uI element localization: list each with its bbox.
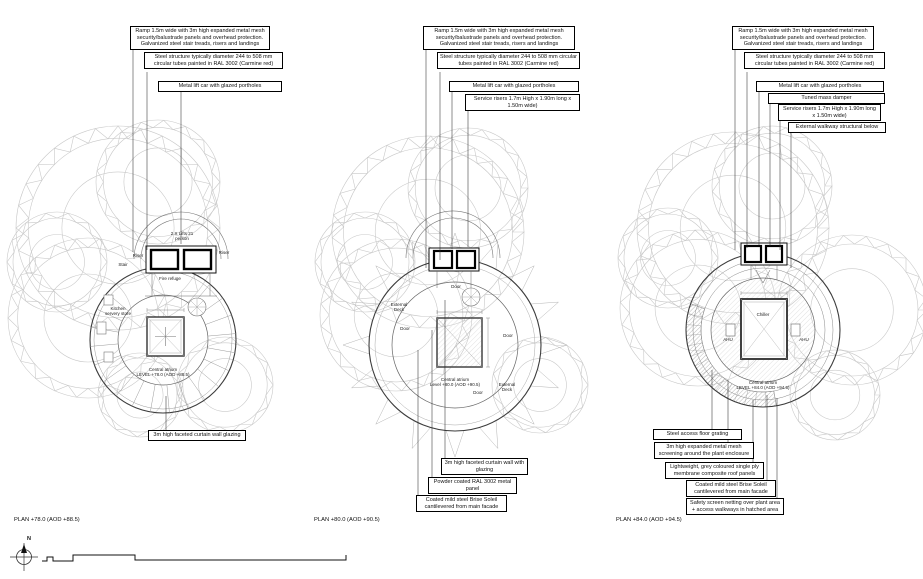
note-brise-soleil: Coated mild steel Brise Soleil cantileve…: [686, 480, 776, 498]
scale-bar: [42, 554, 347, 562]
note-safety-netting: Safety screen netting over plant area + …: [686, 498, 784, 516]
plan-title: PLAN +84.0 (AOD +94.5): [616, 517, 682, 523]
note-powder-coated-panel: Powder coated RAL 3002 metal panel: [428, 477, 517, 495]
plan-title: PLAN +78.0 (AOD +88.5): [14, 517, 80, 523]
note-steel-structure: Steel structure typically diameter 244 t…: [144, 52, 283, 70]
note-steel-structure: Steel structure typically diameter 244 t…: [744, 52, 885, 70]
note-service-risers: Service risers 1.7m High x 1.90m long x …: [465, 94, 580, 112]
note-ramp: Ramp 1.5m wide with 3m high expanded met…: [423, 26, 575, 51]
note-lift-car: Metal lift car with glazed portholes: [158, 81, 282, 92]
note-ramp: Ramp 1.5m wide with 3m high expanded met…: [130, 26, 270, 51]
door-note: Door: [400, 326, 410, 331]
door-note: Door: [503, 333, 513, 338]
external-deck-note: External Deck: [390, 302, 408, 313]
lattice-structure: [6, 119, 923, 441]
riser-note: Riser: [132, 253, 144, 258]
deck-plan-level-78: [89, 211, 237, 414]
plan-title: PLAN +80.0 (AOD +90.5): [314, 517, 380, 523]
note-mesh-screening: 3m high expanded metal mesh screening ar…: [654, 442, 754, 460]
note-brise-soleil: Coated mild steel Brise Soleil cantileve…: [416, 495, 507, 513]
lift-car: [743, 244, 763, 264]
deck-plan-level-84: [685, 242, 841, 408]
lift-car: [149, 248, 180, 271]
lift-car: [432, 249, 454, 270]
chiller-note: Chiller: [756, 312, 770, 317]
external-deck-note: External Deck: [498, 382, 516, 393]
fire-refuge-note: Fire refuge: [159, 276, 181, 281]
lift-car: [764, 244, 784, 264]
note-tuned-mass-damper: Tuned mass damper: [768, 93, 885, 104]
riser-note: Riser: [218, 250, 230, 255]
note-curtain-wall: 3m high faceted curtain wall glazing: [148, 430, 246, 441]
note-lift-car: Metal lift car with glazed portholes: [756, 81, 884, 92]
central-atrium-label: Central atrium LEVEL +84.0 (AOD +94.5): [736, 380, 790, 391]
note-service-risers: Service risers 1.7m High x 1.90m long x …: [778, 104, 881, 122]
lifts-note: 2 X Lifts 21 person: [170, 231, 194, 242]
leader-lines: [132, 47, 792, 498]
deck-plan-level-80: [342, 210, 568, 458]
north-label: N: [27, 536, 31, 542]
ahu-note: AHU: [799, 337, 809, 342]
central-atrium-label: Central atrium LEVEL +78.0 (AOD +88.5): [136, 367, 190, 378]
stair-note: Stair: [118, 262, 128, 267]
central-atrium-label: Central atrium Level +80.0 (AOD +90.5): [429, 377, 481, 388]
note-steel-structure: Steel structure typically diameter 244 t…: [437, 52, 580, 70]
note-roof-panels: Lightweight, grey coloured single ply me…: [665, 462, 764, 480]
door-note: Door: [451, 284, 461, 289]
note-curtain-wall: 3m high faceted curtain wall with glazin…: [441, 458, 528, 476]
door-note: Door: [473, 390, 483, 395]
ahu-note: AHU: [723, 337, 733, 342]
kitchen-note: Kitchen servery store: [104, 306, 131, 317]
lift-car: [182, 248, 213, 271]
note-floor-grating: Steel access floor grating: [653, 429, 742, 440]
north-arrow: [10, 543, 38, 571]
note-ramp: Ramp 1.5m wide with 3m high expanded met…: [732, 26, 874, 51]
lift-car: [455, 249, 477, 270]
note-lift-car: Metal lift car with glazed portholes: [449, 81, 579, 92]
note-external-walkway: External walkway structural below: [788, 122, 886, 133]
